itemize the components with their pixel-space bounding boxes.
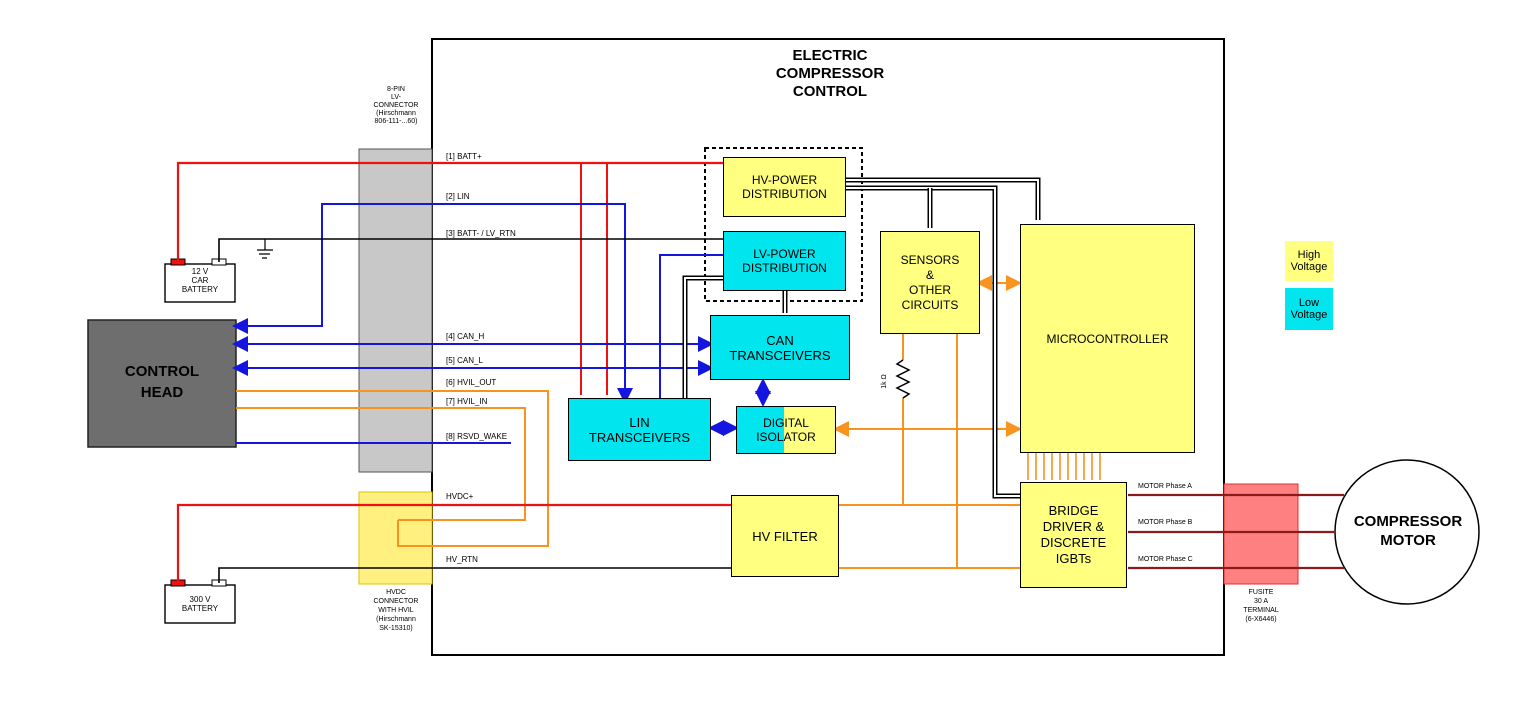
pin-label-hvil-out: [6] HVIL_OUT (446, 378, 497, 387)
label-hvdc-plus: HVDC+ (446, 492, 474, 501)
hv-filter-block: HV FILTER (731, 495, 839, 577)
control-head-label: CONTROL HEAD (124, 363, 200, 401)
pin-label-batt-minus: [3] BATT- / LV_RTN (446, 229, 516, 238)
pin-label-lin: [2] LIN (446, 192, 470, 201)
resistor-symbol (895, 359, 911, 399)
hvil-in-wire (236, 407, 526, 521)
lin-wire (232, 203, 633, 404)
batt-plus-wire (176, 161, 723, 262)
hv-battery-body (164, 584, 236, 624)
hv-power-distribution: HV-POWER DISTRIBUTION (723, 157, 846, 217)
label-phase-a: MOTOR Phase A (1138, 483, 1192, 490)
lin-transceivers-block: LIN TRANSCEIVERS (568, 398, 711, 461)
hvdc-plus-wire (176, 503, 731, 583)
hvil-out-wire (236, 390, 549, 547)
digital-isolator-block: DIGITAL ISOLATOR (736, 406, 836, 454)
hv-dist-to-bridge-inner (845, 187, 1020, 497)
legend-low-voltage: Low Voltage (1285, 288, 1333, 330)
pin-label-batt-plus: [1] BATT+ (446, 152, 482, 161)
gate-drive-lines (1027, 452, 1101, 480)
lv-dist-to-lin-inner (684, 277, 723, 400)
pin-label-hvil-in: [7] HVIL_IN (446, 397, 488, 406)
control-head-body (87, 319, 237, 448)
resistor-label: 1k Ω (880, 374, 888, 389)
hvdc-connector-caption: HVDC CONNECTOR WITH HVIL (Hirschmann SK-… (373, 589, 419, 632)
sensors-block: SENSORS & OTHER CIRCUITS (880, 231, 980, 334)
microcontroller-block: MICROCONTROLLER (1020, 224, 1195, 453)
lv-connector (358, 148, 433, 473)
pin-label-rsvd-wake: [8] RSVD_WAKE (446, 432, 508, 441)
label-phase-b: MOTOR Phase B (1138, 519, 1193, 526)
bridge-driver-block: BRIDGE DRIVER & DISCRETE IGBTs (1020, 482, 1127, 588)
hv-dist-to-micro-inner (845, 179, 1039, 220)
fusite-caption: FUSITE 30 A TERMINAL (6-X6446) (1243, 589, 1279, 623)
legend-high-voltage: High Voltage (1285, 241, 1333, 281)
lv-connector-caption: 8-PIN LV- CONNECTOR (Hirschmann 806-111-… (373, 86, 419, 125)
batt-minus-wire (218, 238, 723, 262)
car-battery-label: 12 V CAR BATTERY (181, 267, 219, 294)
hv-rtn-wire (218, 567, 731, 583)
hv-battery-label: 300 V BATTERY (181, 595, 219, 613)
compressor-motor-label: COMPRESSOR MOTOR (1353, 513, 1463, 549)
pin-label-can-l: [5] CAN_L (446, 356, 483, 365)
ground-symbol (257, 239, 273, 259)
label-phase-c: MOTOR Phase C (1138, 556, 1193, 563)
page-title: ELECTRIC COMPRESSOR CONTROL (775, 47, 885, 100)
can-transceivers-block: CAN TRANSCEIVERS (710, 315, 850, 380)
pin-label-can-h: [4] CAN_H (446, 332, 485, 341)
label-hv-rtn: HV_RTN (446, 555, 478, 564)
lv-power-distribution: LV-POWER DISTRIBUTION (723, 231, 846, 291)
car-battery-body (164, 263, 236, 303)
